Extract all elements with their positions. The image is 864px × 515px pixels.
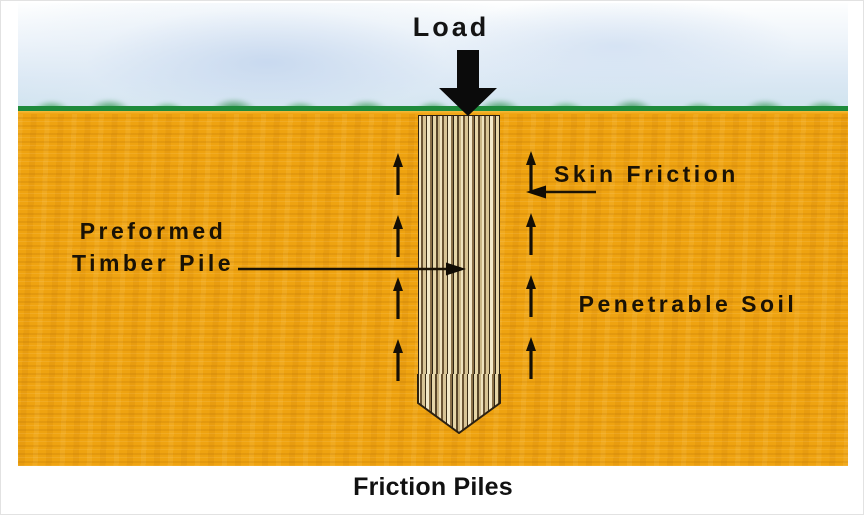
penetrable-soil-label: Penetrable Soil	[578, 291, 798, 317]
friction-mark-right-1	[526, 151, 536, 193]
friction-mark-right-2	[526, 213, 536, 255]
skin-friction-leader-arrow-left-icon	[526, 185, 596, 199]
friction-mark-left-4	[393, 339, 403, 381]
ground-line	[18, 106, 848, 111]
diagram-scene	[18, 3, 848, 466]
figure-caption: Friction Piles	[353, 473, 513, 501]
skin-friction-label: Skin Friction	[554, 161, 739, 187]
soil-surface-edge	[18, 111, 848, 114]
friction-mark-left-2	[393, 215, 403, 257]
load-label: Load	[412, 12, 490, 42]
preformed-timber-pile-label: Preformed Timber Pile	[71, 218, 235, 276]
friction-mark-right-4	[526, 337, 536, 379]
pile-leader-arrow-right-icon	[238, 262, 466, 276]
sky-background	[18, 3, 848, 111]
load-arrow-icon	[439, 50, 497, 116]
friction-mark-right-3	[526, 275, 536, 317]
pile-shaft	[418, 115, 500, 375]
friction-mark-left-1	[393, 153, 403, 195]
pile-tip-outline	[417, 374, 501, 434]
friction-mark-left-3	[393, 277, 403, 319]
timber-pile	[417, 115, 501, 434]
